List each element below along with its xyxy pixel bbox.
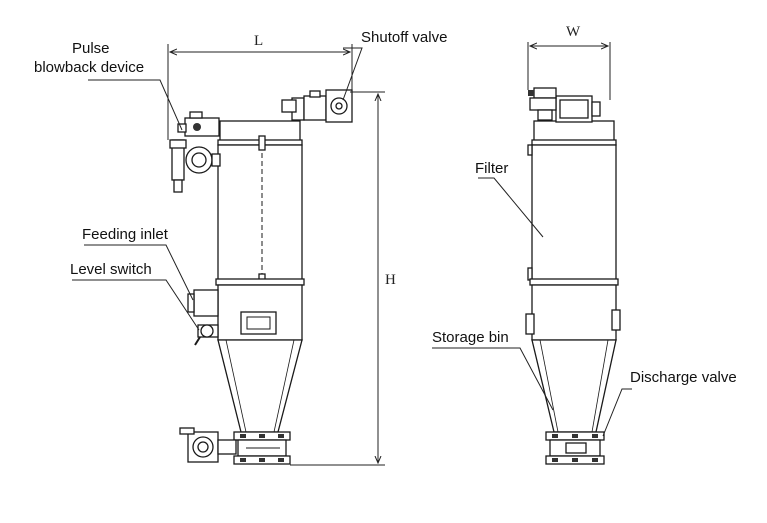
side-filter-body xyxy=(531,144,617,281)
dimension-w-label: W xyxy=(566,24,581,40)
dimension-h xyxy=(290,91,385,466)
label-level-switch: Level switch xyxy=(70,261,152,278)
pulse-valve xyxy=(184,117,220,137)
dimension-w xyxy=(527,42,611,100)
front-view xyxy=(169,89,353,465)
front-leaders xyxy=(72,47,363,331)
label-pulse-line2: blowback device xyxy=(34,59,145,76)
side-storage-bin xyxy=(531,284,617,341)
label-filter: Filter xyxy=(475,160,509,177)
front-filter-body xyxy=(217,144,303,281)
side-view xyxy=(525,87,621,465)
side-cone xyxy=(531,339,617,433)
inspection-window xyxy=(240,311,277,335)
dimension-l-label: L xyxy=(254,33,264,49)
shutoff-valve-body xyxy=(303,95,327,121)
front-cone xyxy=(217,339,303,433)
dimension-h-label: H xyxy=(385,272,396,288)
label-pulse-line1: Pulse xyxy=(72,40,110,57)
side-leaders xyxy=(432,177,632,437)
label-discharge-valve: Discharge valve xyxy=(630,369,737,386)
dimension-l xyxy=(167,44,353,140)
label-shutoff-valve: Shutoff valve xyxy=(361,29,448,46)
feeding-inlet xyxy=(193,289,219,317)
label-storage-bin: Storage bin xyxy=(432,329,509,346)
label-feeding-inlet: Feeding inlet xyxy=(82,226,168,243)
